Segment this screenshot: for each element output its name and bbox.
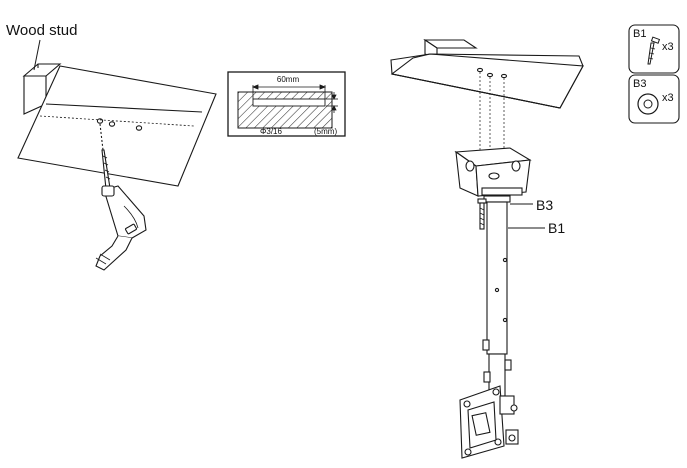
mount-ceiling-panel — [390, 38, 584, 109]
washer-icon — [637, 93, 659, 115]
wood-stud-label: Wood stud — [6, 22, 77, 39]
diameter-label: Φ3/16 — [260, 127, 283, 136]
parts-legend: B1 x3 B3 x3 — [628, 24, 680, 124]
ceiling-bracket — [454, 147, 532, 197]
wood-stud — [22, 63, 62, 115]
part-b1-qty: x3 — [662, 41, 674, 53]
mount-ceiling-holes — [476, 67, 508, 79]
diameter-dimension — [326, 92, 338, 113]
drill-depth-detail: 60mm Φ3/16 (5mm) — [227, 71, 346, 137]
alignment-guides — [479, 72, 507, 232]
lag-bolt-icon — [477, 198, 487, 230]
part-b3-card: B3 x3 — [628, 74, 680, 124]
pilot-holes — [96, 118, 143, 131]
b3-callout: B3 — [536, 197, 553, 213]
ceiling-panel — [17, 65, 217, 187]
wood-cross-section — [237, 91, 333, 129]
vesa-mount-plate — [459, 385, 519, 459]
drill-bit — [99, 123, 111, 190]
lag-bolt-icon — [647, 36, 661, 65]
ceiling-mount-assembly — [390, 38, 584, 459]
wood-stud-leader — [33, 39, 41, 71]
part-b3-code: B3 — [633, 78, 646, 90]
diameter-metric-label: (5mm) — [314, 127, 337, 136]
b1-callout: B1 — [548, 220, 565, 236]
drilled-hole — [252, 98, 326, 107]
part-b1-code: B1 — [633, 28, 646, 40]
depth-label: 60mm — [277, 75, 300, 84]
part-b1-card: B1 x3 — [628, 24, 680, 74]
telescoping-pole — [482, 195, 512, 397]
power-drill-icon — [95, 185, 147, 271]
ceiling-drilling-scene — [17, 63, 217, 271]
depth-dimension — [251, 84, 327, 99]
part-b3-qty: x3 — [662, 92, 674, 104]
